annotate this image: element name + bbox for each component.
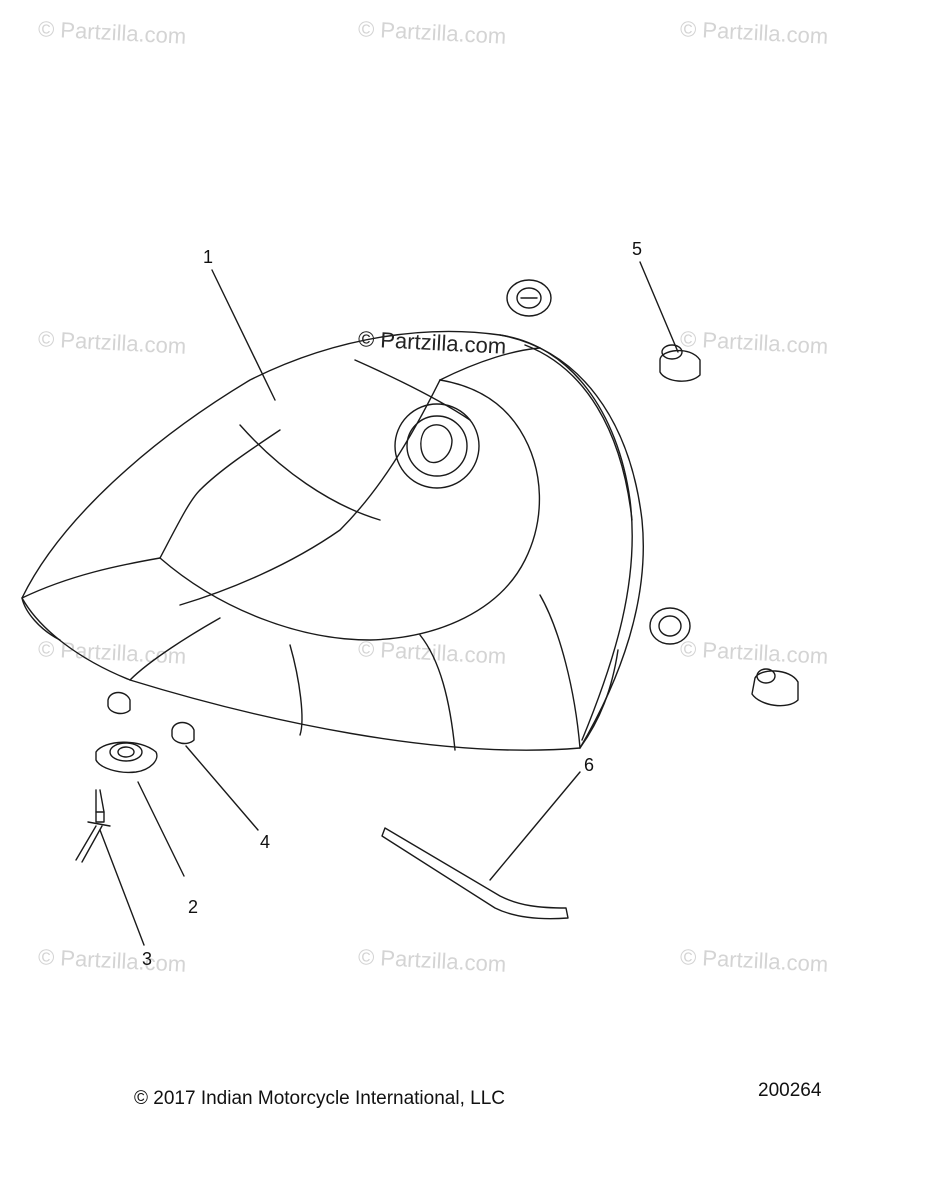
rivet xyxy=(75,789,111,863)
bumper xyxy=(659,344,701,382)
callout-5: 5 xyxy=(632,239,643,259)
callout-4: 4 xyxy=(260,832,271,852)
bumper xyxy=(751,668,799,707)
indian-motorcycle-seal xyxy=(394,403,480,489)
bumper xyxy=(171,721,195,745)
leader-lines xyxy=(99,261,679,946)
diagram-number: 200264 xyxy=(758,1080,822,1101)
grommet xyxy=(649,607,691,645)
callout-3: 3 xyxy=(142,949,153,969)
bumper xyxy=(107,691,131,715)
callout-2: 2 xyxy=(188,897,199,917)
copyright-text: © 2017 Indian Motorcycle International, … xyxy=(134,1088,505,1109)
seat-part xyxy=(21,330,644,751)
strap xyxy=(381,827,569,920)
grommet xyxy=(506,279,552,317)
callout-6: 6 xyxy=(584,755,595,775)
mount-bracket xyxy=(95,741,158,774)
callout-1: 1 xyxy=(203,247,214,267)
